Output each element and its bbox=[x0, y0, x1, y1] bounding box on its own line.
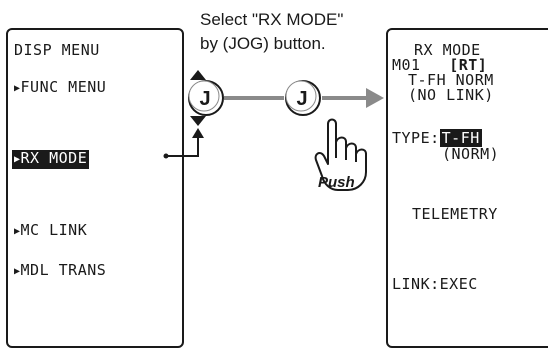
up-triangle-icon bbox=[190, 70, 206, 80]
connector-dot bbox=[164, 154, 169, 159]
jog-letter: J bbox=[296, 88, 307, 110]
arrow-up-icon bbox=[192, 128, 204, 138]
selection-connector bbox=[166, 136, 198, 156]
jog-button-left[interactable]: J bbox=[189, 81, 223, 115]
push-label: Push bbox=[318, 174, 355, 191]
down-triangle-icon bbox=[190, 116, 206, 126]
jog-letter: J bbox=[199, 88, 210, 110]
jog-button-right[interactable]: J bbox=[286, 81, 320, 115]
arrow-right-icon bbox=[366, 88, 384, 108]
jog-diagram: J J bbox=[0, 0, 548, 332]
